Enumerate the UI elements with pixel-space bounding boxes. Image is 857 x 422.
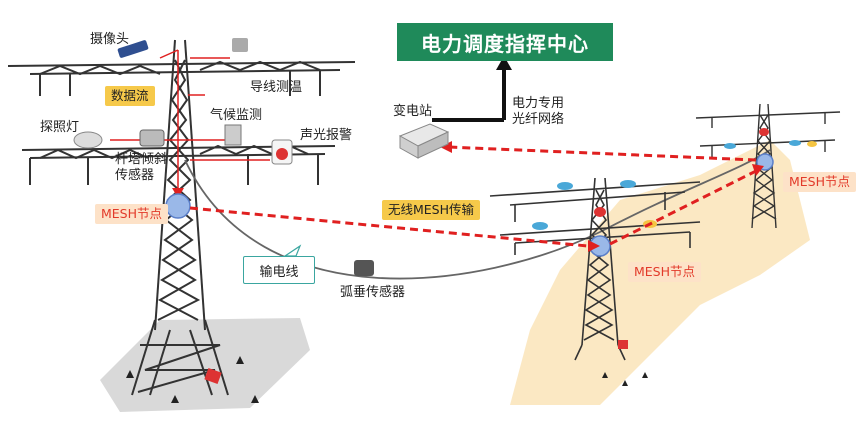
label-wire-temp: 导线测温 bbox=[250, 80, 303, 95]
right-ground-markers bbox=[602, 372, 648, 386]
label-fiber-network: 电力专用 光纤网络 bbox=[512, 96, 565, 127]
substation-device bbox=[398, 123, 450, 159]
mesh-node-1 bbox=[165, 193, 191, 219]
middle-tower-base-device bbox=[618, 340, 628, 349]
mesh-arrow-2 bbox=[752, 164, 764, 176]
fiber-arrow bbox=[496, 56, 512, 70]
tag-mesh-node-2: MESH节点 bbox=[628, 262, 702, 282]
weather-device bbox=[139, 129, 165, 147]
label-sound-light-alarm: 声光报警 bbox=[300, 128, 353, 143]
camera-device bbox=[117, 40, 149, 58]
label-tower-tilt: 杆塔倾斜 传感器 bbox=[115, 152, 168, 183]
sag-sensor-device bbox=[354, 260, 374, 276]
label-substation: 变电站 bbox=[393, 104, 433, 119]
data-flow-arrow bbox=[172, 188, 184, 198]
mesh-arrow-1 bbox=[588, 240, 600, 252]
label-searchlight: 探照灯 bbox=[40, 120, 80, 135]
mesh-arrow-3 bbox=[440, 141, 452, 153]
wire-temp-device bbox=[232, 38, 248, 52]
label-sag-sensor: 弧垂传感器 bbox=[340, 285, 406, 300]
tag-mesh-node-3: MESH节点 bbox=[783, 172, 857, 192]
right-tower-insulators bbox=[724, 128, 817, 149]
weather-station bbox=[224, 124, 242, 146]
callout-transmission-line: 输电线 bbox=[243, 256, 315, 284]
ground-markers bbox=[126, 356, 259, 403]
tag-wireless-mesh: 无线MESH传输 bbox=[382, 200, 481, 220]
transmission-line bbox=[184, 149, 771, 280]
label-weather: 气候监测 bbox=[210, 108, 263, 123]
dispatch-center-title: 电力调度指挥中心 bbox=[397, 23, 613, 61]
wireless-mesh-links bbox=[189, 145, 759, 248]
label-camera: 摄像头 bbox=[90, 32, 130, 47]
tag-mesh-node-1: MESH节点 bbox=[95, 204, 169, 224]
tag-data-flow: 数据流 bbox=[105, 86, 155, 106]
tower-base-ground bbox=[100, 318, 310, 412]
searchlight-device bbox=[73, 131, 103, 149]
line-callout-pointer bbox=[283, 244, 302, 257]
tower-base-device bbox=[204, 367, 222, 385]
